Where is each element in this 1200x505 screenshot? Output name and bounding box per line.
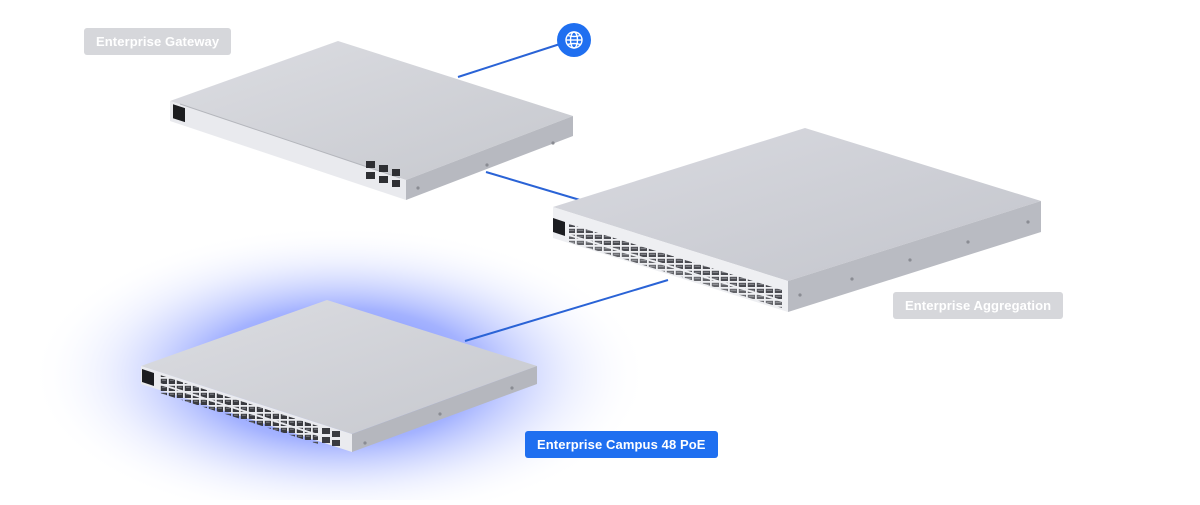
link-gateway-aggregation	[485, 171, 581, 201]
label-enterprise-gateway[interactable]: Enterprise Gateway	[84, 28, 232, 55]
campus-sfp-ports	[322, 428, 340, 446]
gateway-ports	[366, 161, 400, 187]
link-gateway-internet	[457, 43, 561, 78]
enterprise-aggregation-device[interactable]	[553, 128, 1041, 312]
enterprise-campus-48-poe-device[interactable]	[141, 300, 537, 452]
aggregation-sfp-ports	[569, 224, 782, 308]
label-enterprise-campus-48-poe[interactable]: Enterprise Campus 48 PoE	[525, 431, 718, 458]
link-aggregation-campus	[464, 279, 669, 342]
globe-icon	[565, 31, 583, 49]
enterprise-gateway-device[interactable]	[170, 41, 573, 200]
label-enterprise-aggregation[interactable]: Enterprise Aggregation	[893, 292, 1064, 319]
internet-node[interactable]	[557, 23, 591, 57]
campus-rj45-ports	[160, 375, 318, 444]
